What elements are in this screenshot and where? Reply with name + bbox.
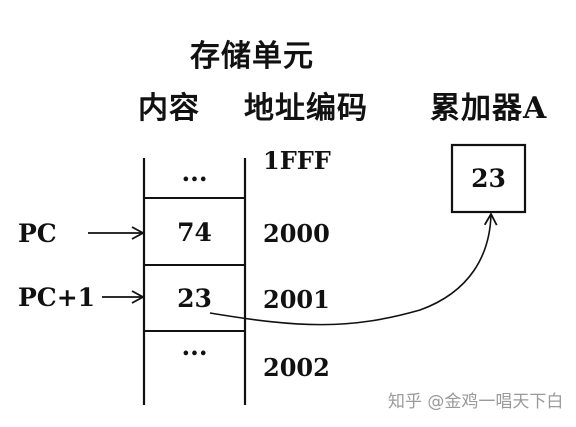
cell-address: 1FFF	[263, 146, 331, 175]
watermark: 知乎 @金鸡一唱天下白	[388, 392, 564, 412]
transfer-arrow	[209, 212, 498, 326]
pc-label: PC	[18, 219, 57, 248]
pc-plus-1-label: PC+1	[18, 283, 96, 312]
cell-address: 2001	[263, 285, 330, 314]
content-header: 内容	[138, 91, 200, 126]
cell-content: 23	[177, 284, 212, 313]
accumulator-header: 累加器A	[430, 91, 548, 126]
cell-content: ...	[181, 158, 208, 187]
accumulator-value: 23	[471, 164, 506, 193]
address-code-header: 地址编码	[244, 91, 368, 126]
storage-unit-header: 存储单元	[190, 39, 314, 74]
cell-content: ...	[181, 332, 208, 361]
cell-address: 2000	[263, 219, 330, 248]
accumulator-box	[450, 143, 527, 214]
cell-address: 2002	[263, 353, 330, 382]
cell-content: 74	[177, 218, 212, 247]
